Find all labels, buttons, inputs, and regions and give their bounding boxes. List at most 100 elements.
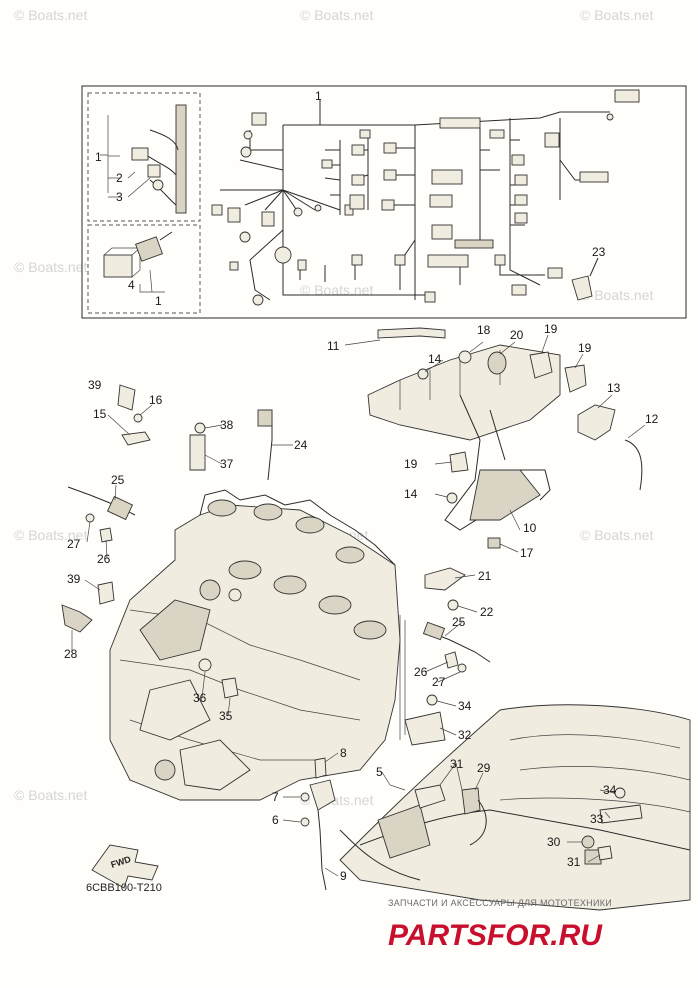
callout: 23	[592, 245, 606, 259]
oil-pan-flange	[179, 739, 251, 791]
callout: 33	[590, 812, 604, 826]
sensor-25	[422, 621, 446, 641]
fwd-arrow-icon	[91, 844, 159, 889]
callout: 6	[272, 813, 279, 827]
bolt-16	[133, 413, 143, 423]
callout: 14	[428, 352, 442, 366]
callout: 13	[607, 381, 621, 395]
callout: 11	[327, 339, 340, 353]
cowling-contours	[499, 734, 691, 813]
callout: 30	[547, 835, 561, 849]
lower-cowling	[300, 704, 691, 911]
connector-2	[131, 147, 149, 161]
harness-frame	[81, 85, 687, 319]
callout: 19	[578, 341, 592, 355]
callout: 4	[128, 278, 135, 292]
watermark-text: © Boats.net	[580, 287, 653, 303]
cam-housing-top	[199, 489, 396, 566]
wire-harness-panel	[81, 85, 687, 319]
terminal	[239, 231, 251, 243]
sensor-28	[61, 604, 93, 633]
watermark-text: © Boats.net	[580, 527, 653, 543]
connector	[547, 267, 563, 279]
connector	[494, 254, 506, 266]
footer-site-logo: PARTSFOR.RU	[388, 919, 603, 952]
figure-code: 6CBB100-T210	[86, 882, 162, 894]
sensor-24-head	[257, 409, 273, 427]
watermark-text: © Boats.net	[14, 259, 87, 275]
callout: 1	[315, 89, 322, 103]
connector	[344, 204, 354, 216]
footer-banner: ЗАПЧАСТИ И АКСЕССУАРЫ ДЛЯ МОТОТЕХНИКИ PA…	[388, 898, 612, 952]
terminal	[314, 204, 322, 212]
bracket-33	[599, 804, 643, 824]
connector	[511, 154, 525, 166]
relay-connector	[135, 236, 163, 262]
callout: 21	[478, 569, 492, 583]
callout: 35	[219, 709, 233, 723]
callout: 31	[567, 855, 581, 869]
harness-cover-strip	[175, 104, 187, 214]
intake-manifold	[139, 599, 211, 661]
callout: 29	[477, 761, 491, 775]
connector	[514, 194, 528, 206]
connector	[321, 159, 333, 169]
callout-numbers: 1 1 2 3 4 1 23 11 14 18 20 19 19 13 12 1…	[64, 89, 659, 883]
harness-branch-left	[324, 140, 341, 215]
relay-31	[414, 784, 446, 809]
bolt-34	[614, 787, 626, 799]
connector	[297, 259, 307, 271]
watermark-text: © Boats.net	[14, 787, 87, 803]
callout: 34	[603, 783, 617, 797]
callout: 9	[340, 869, 347, 883]
callout: 28	[64, 647, 78, 661]
connector	[211, 204, 223, 216]
cowling-edge	[359, 809, 691, 851]
right-mid-sensors	[399, 615, 491, 746]
cylinder-bore	[353, 620, 387, 640]
callout: 37	[220, 457, 234, 471]
connector	[383, 169, 397, 181]
callout: 27	[67, 537, 81, 551]
upper-right-assembly	[367, 327, 643, 611]
terminal	[606, 113, 614, 121]
callout: 32	[458, 728, 472, 742]
bracket-15	[121, 431, 151, 446]
relay-block	[377, 804, 431, 859]
bracket-32	[404, 711, 446, 746]
connector	[359, 129, 371, 139]
callout: 39	[67, 572, 81, 586]
sensor-25	[106, 495, 134, 521]
callout-bracket-4	[139, 269, 165, 293]
callout: 38	[220, 418, 234, 432]
terminal	[293, 207, 303, 217]
callout: 7	[272, 790, 279, 804]
harness-cover-11	[377, 327, 446, 339]
multi-pin-connector	[614, 89, 640, 103]
leader-lines	[71, 155, 646, 877]
cam-boss	[207, 499, 237, 517]
multi-pin-connector	[429, 194, 453, 208]
bolt-22	[447, 599, 459, 611]
main-harness-trunk	[220, 111, 610, 301]
cam-boss	[295, 516, 325, 534]
watermark-text: © Boats.net	[300, 282, 373, 298]
bolt-27	[85, 513, 95, 523]
terminal	[240, 146, 252, 158]
harness-grommet	[274, 246, 292, 264]
part-35	[221, 677, 239, 699]
callout: 34	[458, 699, 472, 713]
callout: 8	[340, 746, 347, 760]
callout: 3	[116, 190, 123, 204]
relay-body	[103, 254, 133, 278]
connector	[381, 199, 395, 211]
cylinder-bore	[318, 595, 352, 615]
connector-3	[147, 164, 161, 178]
callout: 18	[477, 323, 491, 337]
connector	[514, 174, 528, 186]
harness-branch-east	[559, 118, 605, 200]
connector	[383, 142, 397, 154]
callout: 26	[414, 665, 428, 679]
washer-6	[300, 817, 310, 827]
